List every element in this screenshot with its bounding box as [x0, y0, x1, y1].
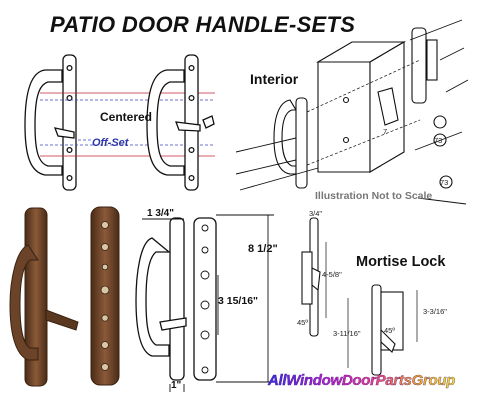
mortise-dim-3-4: 3/4" [309, 209, 323, 218]
dimensioned-handle-drawing [135, 217, 217, 381]
offset-label: Off-Set [92, 137, 129, 149]
centered-label: Centered [100, 110, 153, 124]
mortise-dim-4-5-8: 4-5/8" [322, 270, 342, 279]
handle-offset-drawing [24, 54, 77, 191]
dim-width: 1 3/4" [147, 208, 174, 219]
dimension-lines [142, 214, 274, 392]
exploded-install-drawing [235, 19, 469, 205]
dim-hole-spacing: 3 15/16" [218, 295, 259, 307]
mortise-angle-a: 45º [297, 318, 309, 327]
callout-73: 73 [434, 136, 443, 145]
mortise-angle-b: 45º [384, 326, 396, 335]
page-title: PATIO DOOR HANDLE-SETS [50, 12, 356, 37]
interior-label: Interior [250, 71, 299, 87]
callout-7: 7 [383, 127, 388, 136]
dim-depth: 1" [171, 380, 182, 391]
mortise-dim-3-11-16: 3-11/16" [333, 329, 361, 338]
mortise-dim-3-3-16: 3-3/16" [423, 307, 447, 316]
bronze-handle-photo [9, 206, 120, 387]
handle-centered-drawing [146, 54, 215, 191]
brand-logo: AllWindowDoorPartsGroup [268, 372, 456, 389]
mortise-lock-drawings [301, 217, 418, 376]
dim-height: 8 1/2" [248, 243, 278, 255]
callout-73-b: 73 [440, 178, 449, 187]
mortise-lock-label: Mortise Lock [356, 254, 446, 270]
scale-note: Illustration Not to Scale [315, 190, 433, 202]
